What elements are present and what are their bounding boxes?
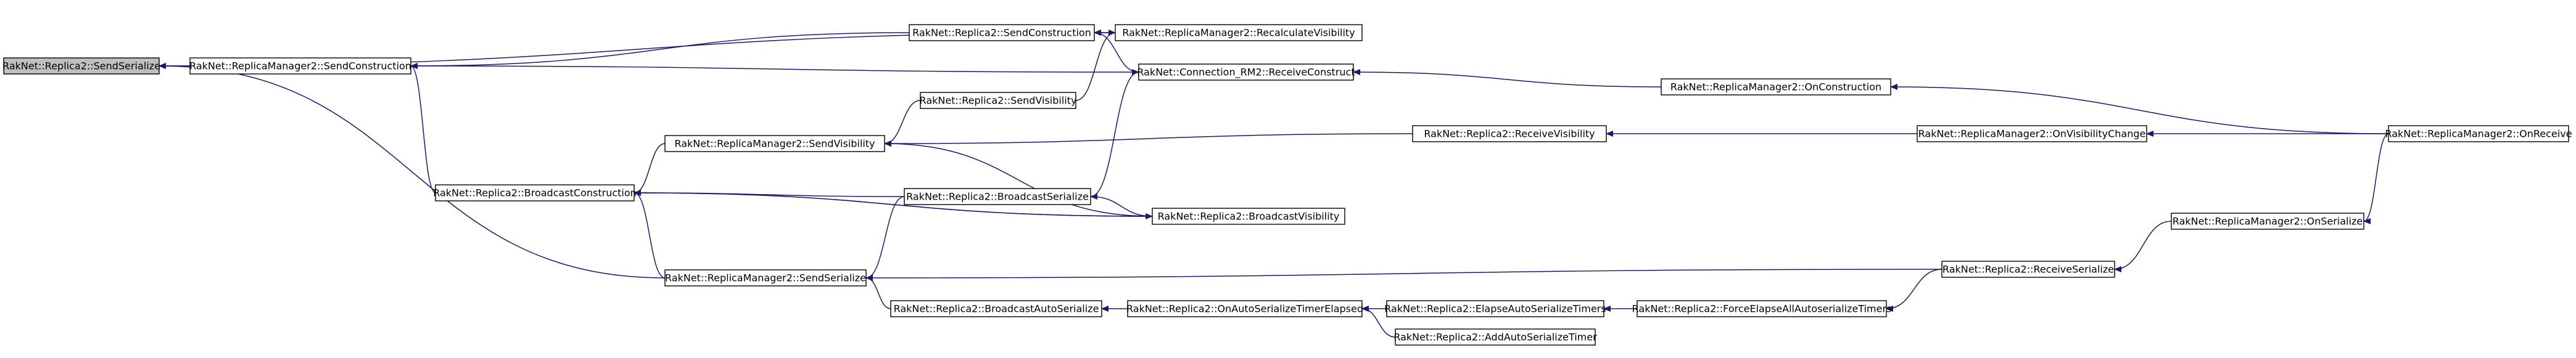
node-n6[interactable]: RakNet::Replica2::SendVisibility (920, 92, 1077, 109)
node-n15[interactable]: RakNet::ReplicaManager2::SendSerialize (664, 269, 867, 287)
node-box[interactable] (3, 57, 160, 75)
node-n12[interactable]: RakNet::Replica2::BroadcastSerialize (904, 188, 1091, 205)
node-label: RakNet::Replica2::BroadcastSerialize (906, 191, 1089, 203)
node-n0[interactable]: RakNet::Replica2::SendSerialize (2, 57, 160, 75)
node-box[interactable] (909, 24, 1095, 41)
node-label: RakNet::ReplicaManager2::SendVisibility (674, 138, 875, 150)
node-label: RakNet::Replica2::BroadcastConstruction (433, 187, 637, 199)
edge-n15-to-n11 (634, 190, 666, 279)
node-box[interactable] (189, 57, 411, 75)
node-label: RakNet::ReplicaManager2::OnVisibilityCha… (1918, 128, 2146, 140)
node-label: RakNet::ReplicaManager2::SendConstructio… (189, 60, 411, 72)
node-n20[interactable]: RakNet::Replica2::ForceElapseAllAutoseri… (1632, 300, 1892, 317)
node-box[interactable] (920, 92, 1076, 109)
node-label: RakNet::Replica2::BroadcastAutoSerialize (894, 303, 1099, 315)
edge-n12-to-n4 (1090, 69, 1139, 197)
node-label: RakNet::Replica2::ElapseAutoSerializeTim… (1384, 303, 1606, 315)
edge-n6-to-n7 (884, 100, 921, 147)
node-box[interactable] (2388, 125, 2569, 142)
node-label: RakNet::Replica2::BroadcastVisibility (1158, 211, 1340, 222)
node-n19[interactable]: RakNet::Replica2::ElapseAutoSerializeTim… (1384, 300, 1606, 317)
node-label: RakNet::ReplicaManager2::OnReceive (2385, 128, 2572, 140)
edge-n17-to-n15 (865, 275, 891, 309)
node-n10[interactable]: RakNet::ReplicaManager2::OnReceive (2385, 125, 2572, 142)
node-box[interactable] (1127, 300, 1363, 317)
node-box[interactable] (1941, 261, 2115, 278)
node-n11[interactable]: RakNet::Replica2::BroadcastConstruction (433, 184, 637, 201)
node-box[interactable] (1917, 125, 2147, 142)
node-box[interactable] (1412, 125, 1607, 142)
node-label: RakNet::ReplicaManager2::RecalculateVisi… (1122, 27, 1355, 39)
node-n17[interactable]: RakNet::Replica2::BroadcastAutoSerialize (890, 300, 1102, 317)
node-label: RakNet::Replica2::ReceiveVisibility (1424, 128, 1595, 140)
node-label: RakNet::Replica2::SendVisibility (920, 95, 1077, 107)
node-box[interactable] (1637, 300, 1887, 317)
node-label: RakNet::Replica2::ReceiveSerialize (1942, 264, 2114, 275)
node-label: RakNet::Replica2::SendSerialize (2, 60, 160, 72)
node-label: RakNet::Replica2::OnAutoSerializeTimerEl… (1126, 303, 1363, 315)
edge-n21-to-n18 (1361, 306, 1396, 338)
edge-n13-to-n12 (1090, 193, 1153, 217)
node-n3[interactable]: RakNet::ReplicaManager2::RecalculateVisi… (1115, 24, 1363, 41)
node-label: RakNet::ReplicaManager2::OnSerialize (2173, 216, 2363, 227)
node-box[interactable] (435, 184, 635, 201)
node-box[interactable] (1115, 24, 1363, 41)
edge-n7-to-n11 (634, 143, 666, 196)
node-n1[interactable]: RakNet::ReplicaManager2::SendConstructio… (189, 57, 411, 75)
node-n13[interactable]: RakNet::Replica2::BroadcastVisibility (1152, 208, 1345, 225)
node-n8[interactable]: RakNet::Replica2::ReceiveVisibility (1412, 125, 1607, 142)
node-n7[interactable]: RakNet::ReplicaManager2::SendVisibility (664, 135, 885, 152)
node-label: RakNet::ReplicaManager2::OnConstruction (1670, 81, 1881, 93)
edge-n10-to-n14 (2363, 133, 2389, 224)
node-box[interactable] (1661, 78, 1891, 96)
edge-n4-to-n1 (410, 63, 1139, 73)
edge-n2-to-n1 (410, 32, 910, 69)
edge-n14-to-n16 (2114, 221, 2172, 272)
node-box[interactable] (890, 300, 1102, 317)
node-n4[interactable]: RakNet::Connection_RM2::ReceiveConstruct (1137, 63, 1355, 81)
node-n5[interactable]: RakNet::ReplicaManager2::OnConstruction (1661, 78, 1891, 96)
node-label: RakNet::Replica2::AddAutoSerializeTimer (1393, 332, 1597, 343)
node-box[interactable] (1138, 63, 1354, 81)
node-n14[interactable]: RakNet::ReplicaManager2::OnSerialize (2171, 213, 2364, 230)
edge-n16-to-n15 (865, 269, 1942, 281)
edge-n16-to-n20 (1886, 269, 1942, 312)
node-n21[interactable]: RakNet::Replica2::AddAutoSerializeTimer (1393, 328, 1597, 346)
node-n16[interactable]: RakNet::Replica2::ReceiveSerialize (1941, 261, 2115, 278)
edge-n13-to-n7 (884, 140, 1153, 217)
edge-n5-to-n4 (1353, 69, 1662, 87)
node-label: RakNet::ReplicaManager2::SendSerialize (665, 272, 866, 284)
node-box[interactable] (904, 188, 1091, 205)
edge-n11-to-n13 (634, 192, 1153, 219)
node-box[interactable] (664, 135, 885, 152)
edge-n10-to-n5 (1890, 84, 2389, 134)
node-n9[interactable]: RakNet::ReplicaManager2::OnVisibilityCha… (1917, 125, 2147, 142)
edge-layer (159, 30, 2389, 338)
edge-n15-to-n0 (159, 63, 666, 279)
node-n2[interactable]: RakNet::Replica2::SendConstruction (909, 24, 1095, 41)
edge-n11-to-n1 (410, 63, 436, 193)
node-box[interactable] (664, 269, 867, 287)
node-box[interactable] (1395, 328, 1596, 346)
edge-n8-to-n7 (884, 133, 1413, 147)
edge-n12-to-n15 (865, 196, 905, 281)
node-label: RakNet::Connection_RM2::ReceiveConstruct (1137, 67, 1355, 79)
node-label: RakNet::Replica2::SendConstruction (912, 27, 1091, 39)
node-n18[interactable]: RakNet::Replica2::OnAutoSerializeTimerEl… (1126, 300, 1363, 317)
node-box[interactable] (2171, 213, 2364, 230)
node-box[interactable] (1152, 208, 1345, 225)
node-label: RakNet::Replica2::ForceElapseAllAutoseri… (1632, 303, 1892, 315)
edge-n6-to-n3 (1075, 30, 1116, 101)
node-box[interactable] (1386, 300, 1604, 317)
